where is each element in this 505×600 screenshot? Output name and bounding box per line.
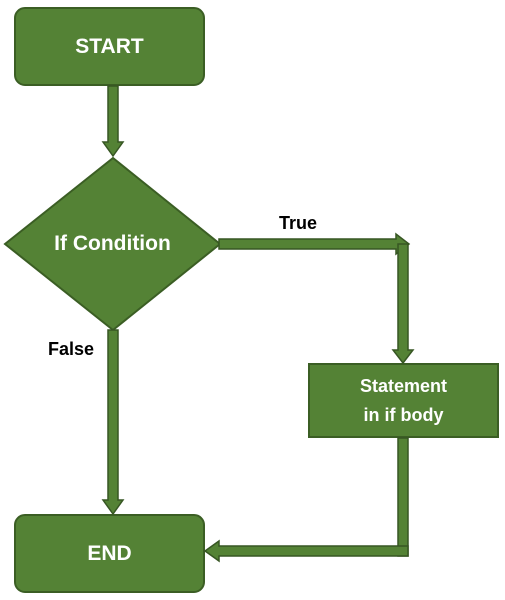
- arrow-condition-false: [101, 329, 125, 516]
- connector-statement-down: [397, 437, 409, 557]
- arrow-to-end: [203, 539, 409, 563]
- statement-node: [308, 363, 499, 438]
- start-node: [14, 7, 205, 86]
- true-edge-label: True: [279, 213, 318, 233]
- end-node: [14, 514, 205, 593]
- arrow-condition-true: [218, 232, 411, 256]
- false-edge-label: False: [48, 339, 95, 359]
- arrow-to-statement: [391, 243, 415, 365]
- if-condition-node: [3, 156, 222, 332]
- arrow-start-to-condition: [101, 85, 125, 158]
